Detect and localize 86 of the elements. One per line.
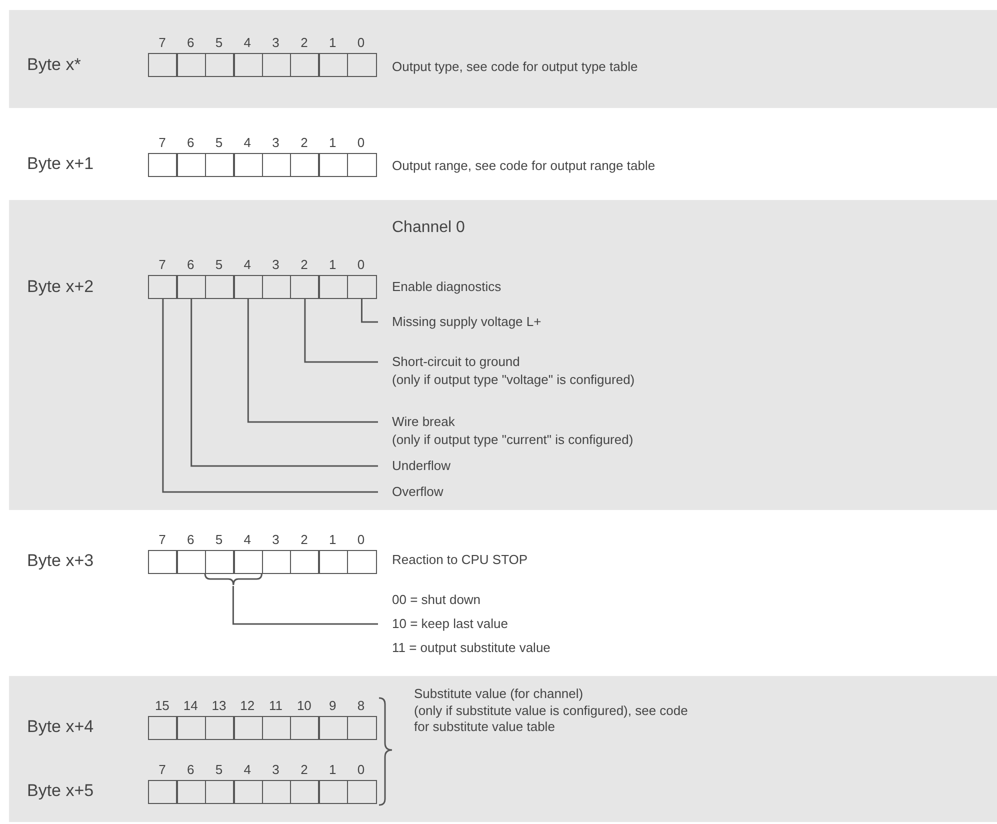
bit-number: 2 bbox=[300, 136, 309, 150]
bit-number: 7 bbox=[158, 763, 167, 777]
bit-number: 3 bbox=[271, 136, 280, 150]
byte-label: Byte x+2 bbox=[27, 277, 94, 297]
bit-note: (only if output type "voltage" is configured) bbox=[392, 372, 635, 388]
value-option: 00 = shut down bbox=[392, 592, 481, 608]
bit-number: 7 bbox=[158, 258, 167, 272]
bit-number: 4 bbox=[242, 763, 252, 777]
bit-number: 2 bbox=[300, 763, 309, 777]
bit-description: Missing supply voltage L+ bbox=[392, 314, 542, 330]
bit-number: 3 bbox=[271, 763, 280, 777]
register-band bbox=[9, 10, 997, 108]
register-band bbox=[9, 676, 997, 822]
bit-note: (only if output type "current" is configured) bbox=[392, 432, 634, 448]
bit-number: 4 bbox=[242, 533, 252, 547]
bit-number: 0 bbox=[356, 36, 366, 50]
bit-number: 4 bbox=[242, 258, 252, 272]
bit-number: 1 bbox=[328, 763, 338, 777]
bit-number: 7 bbox=[158, 36, 167, 50]
bit-cell bbox=[346, 275, 377, 299]
leader-line bbox=[232, 586, 378, 625]
bit-number: 6 bbox=[186, 36, 196, 50]
bit-number: 3 bbox=[271, 533, 280, 547]
bit-number: 7 bbox=[158, 136, 167, 150]
byte-label: Byte x+3 bbox=[27, 551, 94, 571]
bit-number: 0 bbox=[356, 763, 366, 777]
bit-number: 3 bbox=[271, 258, 280, 272]
bit-number: 15 bbox=[154, 699, 170, 713]
bit-number: 14 bbox=[182, 699, 199, 713]
channel-heading: Channel 0 bbox=[392, 218, 465, 238]
bit-number: 1 bbox=[328, 533, 338, 547]
bit-number: 0 bbox=[356, 258, 366, 272]
bit-number: 7 bbox=[158, 533, 167, 547]
bit-number: 9 bbox=[328, 699, 338, 713]
bit-number: 8 bbox=[356, 699, 366, 713]
bit-number: 5 bbox=[214, 533, 224, 547]
bit-description: Short-circuit to ground bbox=[392, 354, 520, 370]
bit-number: 10 bbox=[296, 699, 312, 713]
bit-number: 1 bbox=[328, 136, 338, 150]
bit-number: 4 bbox=[242, 36, 252, 50]
value-option: 10 = keep last value bbox=[392, 616, 508, 632]
bit-number: 5 bbox=[214, 36, 224, 50]
leader-line bbox=[247, 299, 378, 423]
leader-line bbox=[304, 299, 378, 363]
bit-number: 6 bbox=[186, 533, 196, 547]
register-band bbox=[9, 200, 997, 510]
bit-cell bbox=[148, 275, 178, 299]
field-description: Output range, see code for output range table bbox=[392, 158, 656, 174]
bit-description: Underflow bbox=[392, 458, 451, 474]
bit-number: 1 bbox=[328, 36, 338, 50]
bit-cell bbox=[290, 275, 320, 299]
bit-number: 6 bbox=[186, 258, 196, 272]
bit-description: Overflow bbox=[392, 484, 444, 500]
byte-label: Byte x+4 bbox=[27, 717, 94, 737]
bit-number: 2 bbox=[300, 36, 309, 50]
brace bbox=[202, 572, 264, 586]
bit-number: 0 bbox=[356, 136, 366, 150]
value-option: 11 = output substitute value bbox=[392, 640, 550, 656]
field-description: Enable diagnostics bbox=[392, 279, 502, 295]
bit-number: 2 bbox=[300, 258, 309, 272]
leader-line bbox=[162, 299, 378, 493]
leader-line bbox=[361, 299, 378, 323]
bit-number: 0 bbox=[356, 533, 366, 547]
bit-number: 4 bbox=[242, 136, 252, 150]
bit-number: 11 bbox=[268, 699, 284, 713]
bit-number: 5 bbox=[214, 763, 224, 777]
bit-cell bbox=[233, 275, 264, 299]
bit-number: 13 bbox=[210, 699, 228, 713]
bit-number: 6 bbox=[186, 763, 196, 777]
bit-number: 2 bbox=[300, 533, 309, 547]
bit-number: 5 bbox=[214, 136, 224, 150]
field-description: Output type, see code for output type table bbox=[392, 59, 638, 75]
bit-number: 1 bbox=[328, 258, 338, 272]
bit-description: Wire break bbox=[392, 414, 455, 430]
byte-label: Byte x+1 bbox=[27, 154, 94, 174]
field-description: Reaction to CPU STOP bbox=[392, 552, 528, 568]
byte-label: Byte x+5 bbox=[27, 781, 94, 801]
byte-label: Byte x* bbox=[27, 55, 81, 75]
field-description: Substitute value (for channel) bbox=[414, 686, 584, 702]
leader-line bbox=[190, 299, 378, 467]
bit-number: 3 bbox=[271, 36, 280, 50]
bit-number: 6 bbox=[186, 136, 196, 150]
field-note: (only if substitute value is configured), see code for substitute value table bbox=[414, 703, 689, 735]
bit-cell bbox=[176, 275, 206, 299]
bit-number: 12 bbox=[239, 699, 256, 713]
bit-number: 5 bbox=[214, 258, 224, 272]
